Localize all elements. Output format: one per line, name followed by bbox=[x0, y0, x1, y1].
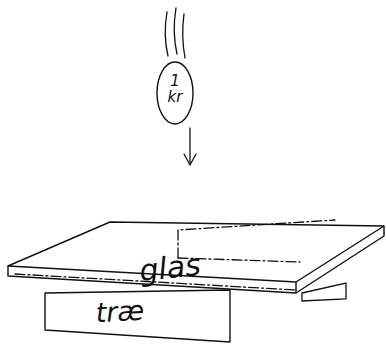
wood-block-face bbox=[45, 290, 230, 342]
wood-block: træ bbox=[40, 276, 236, 346]
glass-plate: glas bbox=[0, 200, 386, 300]
coin: 1 kr bbox=[155, 60, 195, 126]
arrow-head bbox=[184, 154, 196, 165]
material-label: glas bbox=[114, 246, 227, 289]
motion-line bbox=[183, 14, 185, 58]
wood-leg bbox=[302, 283, 346, 301]
fall-arrow bbox=[189, 128, 190, 164]
motion-line bbox=[174, 8, 177, 54]
material-label: træ bbox=[79, 296, 160, 328]
glass-plate-edge bbox=[296, 226, 384, 293]
coin-outline bbox=[157, 62, 193, 124]
motion-line bbox=[165, 12, 168, 56]
coin-label: 1 kr bbox=[163, 74, 187, 106]
